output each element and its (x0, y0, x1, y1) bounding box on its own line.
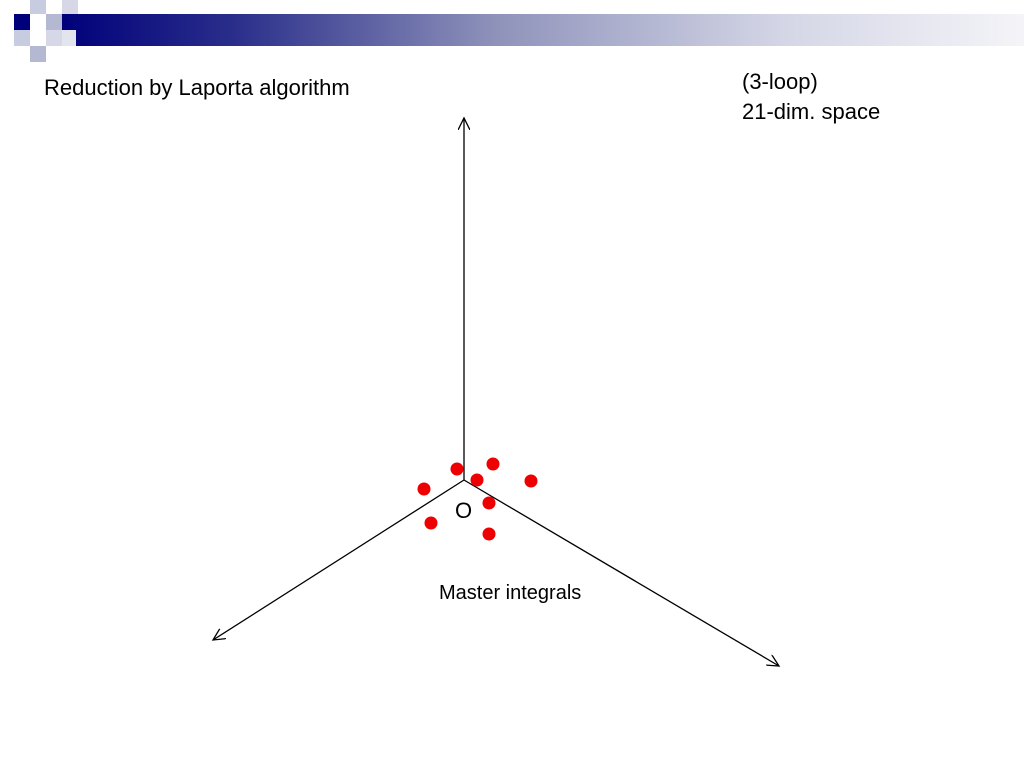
dimension-note-loop: (3-loop) (742, 69, 818, 94)
master-integral-point (482, 527, 496, 541)
slide-title: Reduction by Laporta algorithm (44, 75, 350, 100)
master-integral-point (424, 516, 438, 530)
master-integral-points (417, 457, 538, 541)
dimension-note-space: 21-dim. space (742, 99, 881, 124)
header-checker-squares (14, 0, 78, 62)
header-gradient-bar (60, 14, 1024, 46)
master-integral-point (450, 462, 464, 476)
master-integral-point (470, 473, 484, 487)
left-axis (213, 479, 465, 640)
master-integral-point (524, 474, 538, 488)
master-integral-point (417, 482, 431, 496)
origin-label: O (455, 498, 473, 523)
right-axis (463, 479, 779, 666)
master-integrals-caption: Master integrals (439, 582, 582, 604)
dimension-note: (3-loop) 21-dim. space (742, 67, 880, 127)
master-integral-point (482, 496, 496, 510)
master-integral-point (486, 457, 500, 471)
